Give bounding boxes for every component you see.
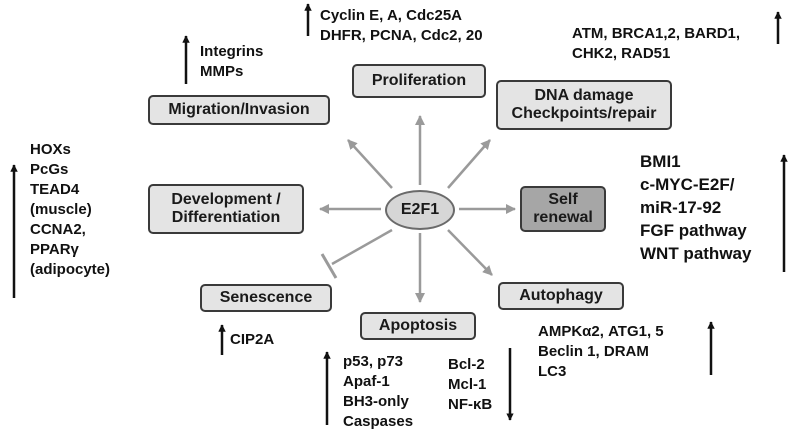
autophagy-box: Autophagy [498,282,624,310]
gene-line: DHFR, PCNA, Cdc2, 20 [320,27,483,44]
e2f1-label: E2F1 [400,201,440,218]
development-differentiation-box: Development / Differentiation [148,184,304,234]
gene-line: c-MYC-E2F/ [640,175,735,194]
gene-line: ATM, BRCA1,2, BARD1, [572,25,741,42]
gene-line: Mcl-1 [448,376,487,393]
migration-invasion-box: Migration/Invasion [148,95,330,125]
senescence-box: Senescence [200,284,332,312]
gene-line: BMI1 [640,152,681,171]
proliferation-box: Proliferation [352,64,486,98]
inhibition-bar [320,253,338,279]
gene-line: FGF pathway [640,221,747,240]
dna-damage-label: DNA damage Checkpoints/repair [511,86,657,122]
dna-damage-box: DNA damage Checkpoints/repair [496,80,672,130]
apoptosis-up-gene-list: p53, p73 Apaf-1 BH3-only Caspases [343,352,413,432]
autophagy-gene-list: AMPKα2, ATG1, 5 Beclin 1, DRAM LC3 [538,322,664,382]
gene-line: (muscle) [30,201,92,218]
gene-line: p53, p73 [343,353,404,370]
gene-line: PcGs [30,161,69,178]
edge-autophagy [447,229,493,276]
self-renewal-box: Self renewal [520,186,606,232]
gene-line: miR-17-92 [640,198,722,217]
e2f1-node: E2F1 [385,190,455,230]
gene-line: Cyclin E, A, Cdc25A [320,7,462,24]
proliferation-gene-list: Cyclin E, A, Cdc25A DHFR, PCNA, Cdc2, 20 [320,6,483,46]
migration-gene-list: Integrins MMPs [200,42,263,82]
edge-dna-damage [447,139,491,189]
gene-line: Bcl-2 [448,356,485,373]
apoptosis-box: Apoptosis [360,312,476,340]
self-renewal-gene-list: BMI1 c-MYC-E2F/ miR-17-92 FGF pathway WN… [640,150,751,265]
gene-line: WNT pathway [640,244,752,263]
gene-line: Apaf-1 [343,373,390,390]
edge-migration [347,139,393,189]
proliferation-label: Proliferation [371,71,467,89]
apoptosis-down-gene-list: Bcl-2 Mcl-1 NF-κB [448,355,492,415]
gene-line: BH3-only [343,393,409,410]
autophagy-label: Autophagy [519,286,603,304]
gene-line: CIP2A [230,331,275,348]
development-differentiation-label: Development / Differentiation [171,190,281,226]
gene-line: NF-κB [448,396,493,413]
migration-invasion-label: Migration/Invasion [168,100,310,118]
gene-line: Beclin 1, DRAM [538,343,649,360]
gene-line: LC3 [538,363,567,380]
gene-line: PPARγ [30,241,79,258]
apoptosis-label: Apoptosis [378,316,458,334]
edge-senescence-inhibition [331,228,393,266]
gene-line: CHK2, RAD51 [572,45,671,62]
gene-line: Caspases [343,413,414,430]
gene-line: TEAD4 [30,181,80,198]
self-renewal-label: Self renewal [533,190,593,226]
gene-line: HOXs [30,141,71,158]
senescence-gene-list: CIP2A [230,330,274,350]
senescence-label: Senescence [219,288,313,306]
gene-line: AMPKα2, ATG1, 5 [538,323,664,340]
development-gene-list: HOXs PcGs TEAD4 (muscle) CCNA2, PPARγ (a… [30,140,110,280]
gene-line: (adipocyte) [30,261,111,278]
gene-line: CCNA2, [30,221,86,238]
gene-line: Integrins [200,43,264,60]
gene-line: MMPs [200,63,244,80]
dna-damage-gene-list: ATM, BRCA1,2, BARD1, CHK2, RAD51 [572,24,740,64]
